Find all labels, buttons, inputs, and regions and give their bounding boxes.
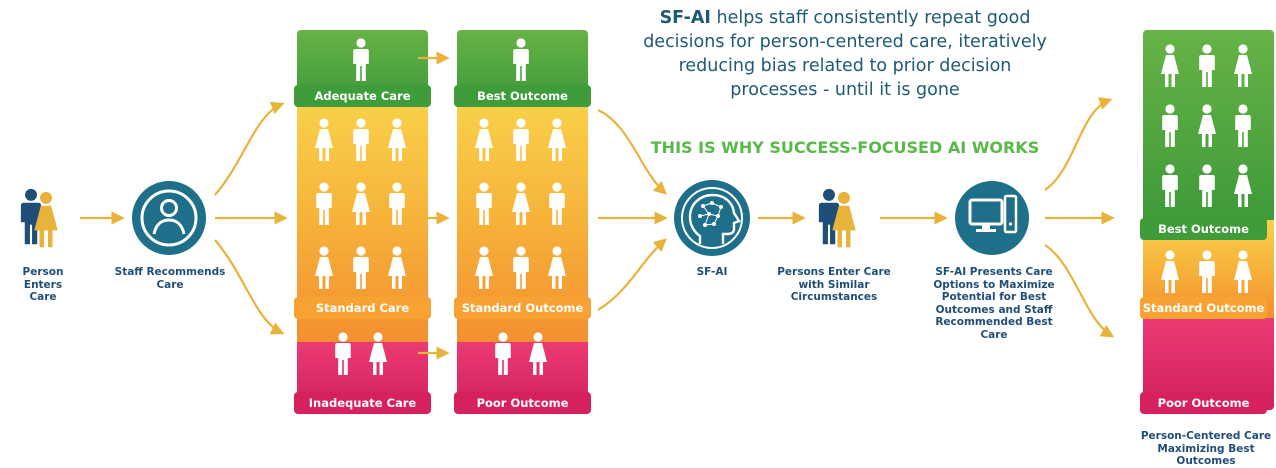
couple-icon <box>20 188 58 248</box>
computer-icon <box>955 181 1029 255</box>
caption-person-enters: Person Enters Care <box>22 266 64 303</box>
inadequate-care-label: Inadequate Care <box>294 392 431 414</box>
final-best-outcome-label: Best Outcome <box>1140 218 1267 240</box>
couple-icon-2 <box>818 188 856 248</box>
final-column-figures <box>1161 44 1252 293</box>
tagline: THIS IS WHY SUCCESS-FOCUSED AI WORKS <box>650 138 1040 157</box>
standard-care-label: Standard Care <box>294 297 431 319</box>
final-poor-outcome-label: Poor Outcome <box>1140 392 1267 414</box>
ai-head-icon <box>674 180 750 256</box>
caption-staff-recommends: Staff Recommends Care <box>114 266 226 291</box>
flow-arrows <box>80 51 1115 360</box>
headline-text: helps staff consistently repeat good dec… <box>643 8 1047 100</box>
caption-person-centered: Person-Centered Care Maximizing Best Out… <box>1140 430 1272 467</box>
staff-avatar-icon <box>132 181 206 255</box>
caption-persons-enter: Persons Enter Care with Similar Circumst… <box>777 266 891 303</box>
caption-sfai: SF-AI <box>696 266 728 278</box>
adequate-care-label: Adequate Care <box>294 85 431 107</box>
outcome-column-figures <box>475 38 566 375</box>
standard-outcome-label: Standard Outcome <box>454 297 591 319</box>
headline-brand: SF-AI <box>659 8 711 28</box>
care-column-figures <box>315 38 406 375</box>
caption-sfai-presents: SF-AI Presents Care Options to Maximize … <box>933 266 1055 341</box>
final-standard-outcome-label: Standard Outcome <box>1140 297 1267 319</box>
best-outcome-label: Best Outcome <box>454 85 591 107</box>
poor-outcome-label: Poor Outcome <box>454 392 591 414</box>
headline: SF-AI helps staff consistently repeat go… <box>640 6 1050 102</box>
